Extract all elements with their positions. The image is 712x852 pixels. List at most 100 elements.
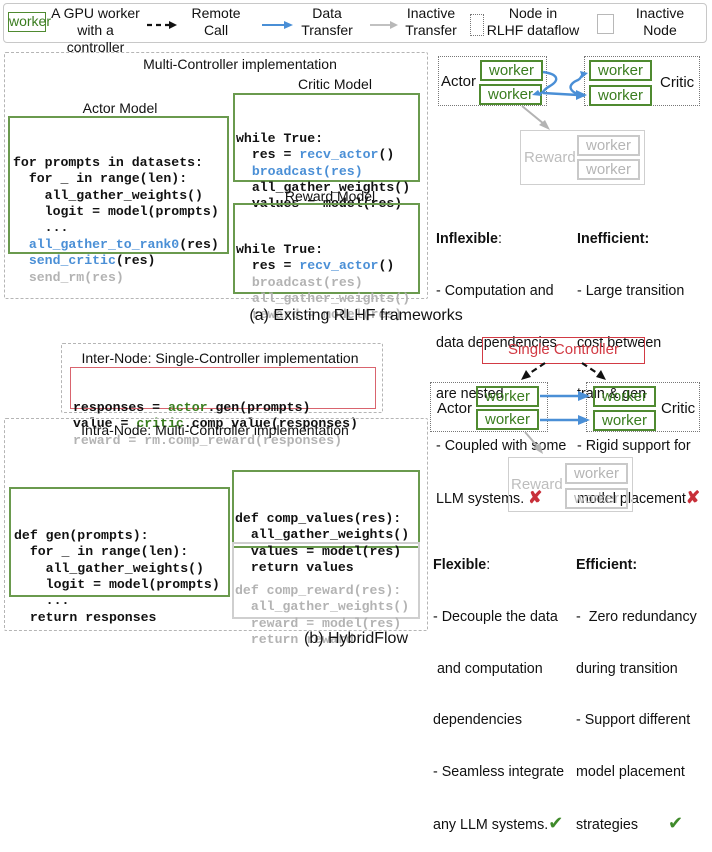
code-line: broadcast(res): [236, 275, 418, 291]
panel-a-actor-label: Actor: [441, 73, 477, 90]
panel-a-reward-worker-1: worker: [577, 135, 640, 156]
panel-a-critic-code-block: while True: res = recv_actor() broadcast…: [233, 93, 420, 211]
panel-a-reward-label: Reward: [524, 149, 576, 166]
code-token: (): [378, 258, 395, 274]
panel-b-efficient-text: Efficient: - Zero redundancy during tran…: [576, 523, 697, 852]
flexible-heading-bold: Flexible: [433, 557, 487, 574]
remote-call-arrowhead-actor: [521, 370, 531, 380]
code-token: actor: [167, 400, 208, 415]
code-token: (): [378, 147, 395, 163]
code-token: ...: [14, 593, 70, 609]
legend-data-transfer-line2: Transfer: [301, 22, 353, 38]
code-token: critic: [136, 416, 184, 432]
code-token: .gen(prompts): [207, 400, 311, 415]
legend-node-in-dataflow: Node in RLHF dataflow: [478, 5, 588, 39]
code-line: def comp_values(res):: [235, 511, 418, 527]
panel-a-inflexible-text: Inflexible: - Computation and data depen…: [436, 197, 566, 526]
code-line: reward = rm.comp_reward(responses): [73, 433, 375, 449]
remote-call-arrowhead-critic: [596, 370, 606, 380]
code-line: send_rm(res): [13, 270, 227, 286]
panel-a-reward-code-block: while True: res = recv_actor() broadcast…: [233, 203, 420, 322]
code-token: recv_actor: [299, 147, 379, 163]
code-token: recv_actor: [299, 258, 379, 274]
code-line: def comp_reward(res):: [235, 583, 418, 599]
remote-call-arrow-to-critic: [581, 362, 601, 376]
code-token: all_gather_weights(): [236, 179, 411, 195]
code: responses = actor.gen(prompts)value = cr…: [73, 400, 375, 449]
code-line: send_critic(res): [13, 253, 227, 269]
data-transfer-arrowhead-2: [578, 415, 590, 425]
efficient-line: - Zero redundancy: [576, 609, 697, 626]
panel-a-inactive-arrow: [521, 105, 545, 125]
code-token: res =: [236, 258, 300, 274]
panel-a-actor-node: [438, 56, 547, 106]
efficient-last-line: strategies✔: [576, 813, 697, 834]
panel-b-intra-title: Intra-Node: Multi-Controller implementat…: [81, 422, 349, 438]
code-line: all_gather_weights(): [236, 180, 418, 196]
panel-b-intra-node-container: [4, 418, 428, 631]
panel-b-critic-label: Critic: [661, 400, 696, 417]
code-line: logit = model(prompts): [13, 204, 227, 220]
flexible-line: any LLM systems.: [433, 817, 549, 834]
code-line: all_gather_weights(): [236, 291, 418, 307]
panel-b-actor-worker-2: worker: [476, 409, 539, 430]
code-token: res =: [236, 147, 300, 163]
panel-a-critic-worker-1: worker: [589, 60, 652, 81]
code-token: for prompts in datasets:: [13, 154, 203, 170]
panel-b-actor-worker-1: worker: [476, 386, 539, 407]
inflexible-heading-bold: Inflexible: [436, 231, 498, 248]
inefficient-line: - Large transition: [577, 283, 685, 300]
code: def comp_reward(res): all_gather_weights…: [235, 583, 418, 649]
code-token: all_gather_to_rank0: [13, 236, 180, 252]
code-line: res = recv_actor(): [236, 258, 418, 274]
code-token: for _ in range(len):: [14, 544, 189, 560]
panel-b-actor-node: [430, 382, 548, 432]
panel-b-values-code-block: def comp_values(res): all_gather_weights…: [232, 470, 420, 575]
inflexible-line: are nested: [436, 386, 504, 403]
flexible-line: dependencies: [433, 712, 523, 729]
check-icon: ✔: [667, 813, 684, 834]
code: while True: res = recv_actor() broadcast…: [236, 242, 418, 324]
legend-inactive-node-line1: Inactive: [635, 5, 685, 21]
panel-a-transfer-arrow-straight: [542, 91, 579, 97]
code-line: all_gather_weights(): [13, 188, 227, 204]
code-token: reward = model(res): [236, 307, 403, 323]
legend-node-line1: Node in: [508, 5, 558, 21]
code-token: all_gather_weights(): [235, 599, 410, 615]
panel-a-reward-worker-2: worker: [577, 159, 640, 180]
code-line: while True:: [236, 242, 418, 258]
check-icon: ✔: [548, 813, 564, 834]
inefficient-line: cost between: [577, 334, 662, 351]
legend-data-transfer-line1: Data: [312, 5, 342, 21]
panel-b-critic-worker-2: worker: [593, 410, 656, 431]
remote-call-arrow-icon: [147, 21, 177, 29]
panel-b-inactive-arrow: [524, 431, 539, 448]
code-line: while True:: [236, 131, 418, 147]
panel-a-actor-worker-1: worker: [480, 60, 543, 81]
code-line: return responses: [14, 610, 228, 626]
panel-b-arrows: [521, 362, 606, 454]
code: def gen(prompts): for _ in range(len): a…: [14, 528, 228, 626]
data-transfer-arrowhead-1: [578, 391, 590, 401]
panel-b-critic-worker-1: worker: [593, 386, 656, 407]
code-line: all_gather_weights(): [235, 527, 418, 543]
legend-inactive-transfer-line1: Inactive: [406, 5, 456, 21]
legend-inactive-node: Inactive Node: [620, 5, 700, 39]
panel-a-actor-title: Actor Model: [82, 100, 158, 116]
inactive-transfer-arrow-icon: [370, 21, 398, 29]
cross-icon: ✘: [528, 488, 543, 508]
panel-a-caption: (a) Existing RLHF frameworks: [249, 307, 463, 324]
code-token: responses =: [73, 400, 168, 415]
legend-worker-box: worker: [8, 12, 51, 32]
legend-node-line2: RLHF dataflow: [486, 22, 580, 38]
code-token: for _ in range(len):: [13, 171, 188, 187]
flexible-colon: :: [486, 557, 491, 574]
flexible-last-line: any LLM systems.✔: [433, 813, 564, 834]
panel-b-critic-node: [586, 382, 700, 432]
panel-a-inactive-arrowhead: [539, 120, 550, 130]
panel-b-reward-worker-1: worker: [565, 463, 628, 484]
legend-data-transfer: Data Transfer: [292, 5, 362, 39]
code-token: while True:: [236, 241, 324, 257]
inflexible-line: LLM systems.: [436, 491, 529, 508]
code-token: def gen(prompts):: [14, 527, 149, 543]
